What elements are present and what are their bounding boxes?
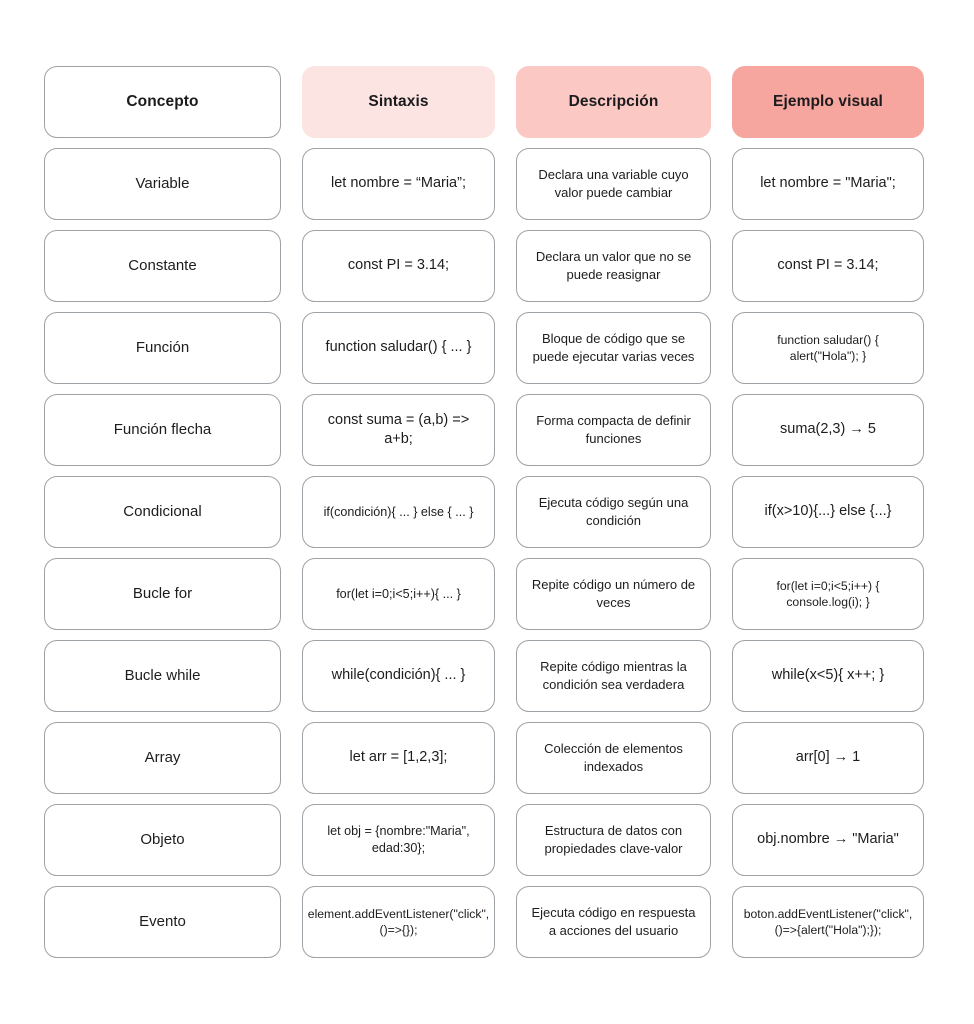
- cell-sintaxis-row-9: let obj = {nombre:"Maria", edad:30};: [302, 804, 495, 876]
- cell-ejemplo-visual-row-3: function saludar() { alert("Hola"); }: [732, 312, 924, 384]
- cell-descripcion-row-3: Bloque de código que se puede ejecutar v…: [516, 312, 711, 384]
- cell-ejemplo-visual-row-9: obj.nombre → "Maria": [732, 804, 924, 876]
- cell-sintaxis-row-4: const suma = (a,b) => a+b;: [302, 394, 495, 466]
- cell-descripcion-row-1: Declara una variable cuyo valor puede ca…: [516, 148, 711, 220]
- cell-descripcion-row-4: Forma compacta de definir funciones: [516, 394, 711, 466]
- cell-sintaxis-row-7: while(condición){ ... }: [302, 640, 495, 712]
- cell-sintaxis-row-10: element.addEventListener("click", ()=>{}…: [302, 886, 495, 958]
- cell-concepto-row-7: Bucle while: [44, 640, 281, 712]
- column-header-ejemplo-visual: Ejemplo visual: [732, 66, 924, 138]
- cell-descripcion-row-7: Repite código mientras la condición sea …: [516, 640, 711, 712]
- concept-table-grid: Concepto Sintaxis Descripción Ejemplo visua…: [44, 66, 926, 958]
- cell-ejemplo-visual-row-8: arr[0] → 1: [732, 722, 924, 794]
- cell-sintaxis-row-3: function saludar() { ... }: [302, 312, 495, 384]
- cell-descripcion-row-2: Declara un valor que no se puede reasign…: [516, 230, 711, 302]
- column-header-concepto: Concepto: [44, 66, 281, 138]
- cell-ejemplo-visual-row-10: boton.addEventListener("click", ()=>{ale…: [732, 886, 924, 958]
- cell-concepto-row-8: Array: [44, 722, 281, 794]
- cell-concepto-row-9: Objeto: [44, 804, 281, 876]
- cell-sintaxis-row-5: if(condición){ ... } else { ... }: [302, 476, 495, 548]
- cell-sintaxis-row-8: let arr = [1,2,3];: [302, 722, 495, 794]
- cell-ejemplo-visual-row-7: while(x<5){ x++; }: [732, 640, 924, 712]
- cell-concepto-row-4: Función flecha: [44, 394, 281, 466]
- cell-ejemplo-visual-row-6: for(let i=0;i<5;i++) { console.log(i); }: [732, 558, 924, 630]
- cell-concepto-row-6: Bucle for: [44, 558, 281, 630]
- cell-sintaxis-row-1: let nombre = “Maria”;: [302, 148, 495, 220]
- cell-concepto-row-1: Variable: [44, 148, 281, 220]
- cell-sintaxis-row-6: for(let i=0;i<5;i++){ ... }: [302, 558, 495, 630]
- cell-descripcion-row-10: Ejecuta código en respuesta a acciones d…: [516, 886, 711, 958]
- cell-descripcion-row-6: Repite código un número de veces: [516, 558, 711, 630]
- column-header-sintaxis: Sintaxis: [302, 66, 495, 138]
- cell-sintaxis-row-2: const PI = 3.14;: [302, 230, 495, 302]
- cell-descripcion-row-9: Estructura de datos con propiedades clav…: [516, 804, 711, 876]
- cell-concepto-row-10: Evento: [44, 886, 281, 958]
- cell-descripcion-row-5: Ejecuta código según una condición: [516, 476, 711, 548]
- cell-concepto-row-3: Función: [44, 312, 281, 384]
- column-header-descripcion: Descripción: [516, 66, 711, 138]
- cell-descripcion-row-8: Colección de elementos indexados: [516, 722, 711, 794]
- cell-ejemplo-visual-row-1: let nombre = "Maria";: [732, 148, 924, 220]
- cell-ejemplo-visual-row-2: const PI = 3.14;: [732, 230, 924, 302]
- cell-ejemplo-visual-row-4: suma(2,3) → 5: [732, 394, 924, 466]
- cell-concepto-row-5: Condicional: [44, 476, 281, 548]
- cell-concepto-row-2: Constante: [44, 230, 281, 302]
- cell-ejemplo-visual-row-5: if(x>10){...} else {...}: [732, 476, 924, 548]
